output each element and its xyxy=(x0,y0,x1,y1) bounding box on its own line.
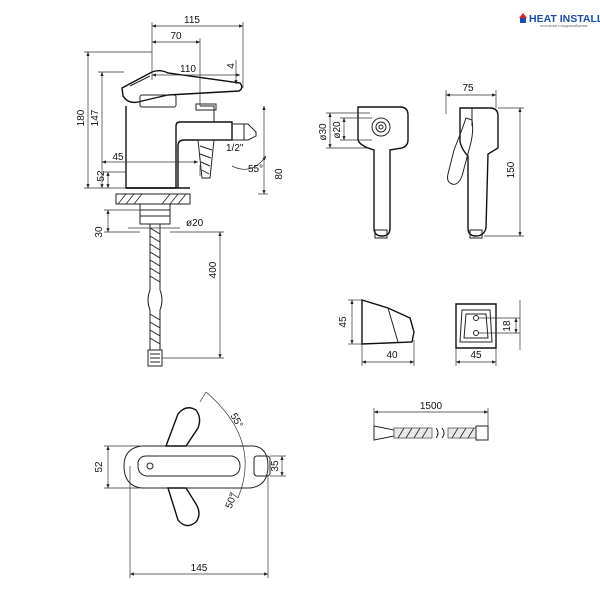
dim-52-top: 52 xyxy=(94,461,105,473)
dim-35-top: 35 xyxy=(270,460,281,472)
faucet-top-view xyxy=(104,391,286,578)
dim-150: 150 xyxy=(506,161,517,178)
dim-20-nut: ø20 xyxy=(186,218,204,229)
dim-52-side: 52 xyxy=(96,170,107,182)
dim-115: 115 xyxy=(184,15,200,26)
dim-40-bracket-depth: 40 xyxy=(386,350,398,361)
dim-30-head: ø30 xyxy=(318,123,329,141)
dim-1500: 1500 xyxy=(420,401,443,412)
side-view-dimensions xyxy=(84,22,268,359)
dim-30-nut: 30 xyxy=(94,226,105,238)
angle-55-top: 55° xyxy=(228,411,245,430)
shower-head-front-view xyxy=(445,90,524,239)
thread-size: 1/2" xyxy=(226,143,244,154)
house-icon xyxy=(519,13,527,23)
dim-80: 80 xyxy=(274,168,285,180)
dim-145: 145 xyxy=(191,563,208,574)
dim-20-head: ø20 xyxy=(332,121,343,139)
logo-brand-text: HEAT INSTALL xyxy=(529,13,600,25)
logo: HEAT INSTALL отопление и водоснабжение xyxy=(519,13,600,28)
holder-bracket-side-view xyxy=(348,299,415,366)
logo-tagline: отопление и водоснабжение xyxy=(540,24,588,28)
dim-45-bracket-width: 45 xyxy=(470,350,482,361)
shower-hose xyxy=(373,408,489,441)
angle-50-top: 50° xyxy=(224,492,240,510)
holder-bracket-front-view xyxy=(455,300,521,366)
dim-180: 180 xyxy=(76,109,87,126)
dim-75: 75 xyxy=(462,83,474,94)
dim-45-bracket-height: 45 xyxy=(338,316,349,328)
dim-4: 4 xyxy=(226,63,237,69)
dim-18: 18 xyxy=(502,320,513,332)
dim-147: 147 xyxy=(90,109,101,126)
faucet-side-view xyxy=(115,70,267,367)
shower-head-side-view xyxy=(326,106,409,239)
dim-400: 400 xyxy=(208,261,219,278)
dim-45-side: 45 xyxy=(112,152,124,163)
angle-55-side: 55° xyxy=(248,164,263,175)
dim-110: 110 xyxy=(180,64,196,75)
dim-70: 70 xyxy=(170,31,182,42)
